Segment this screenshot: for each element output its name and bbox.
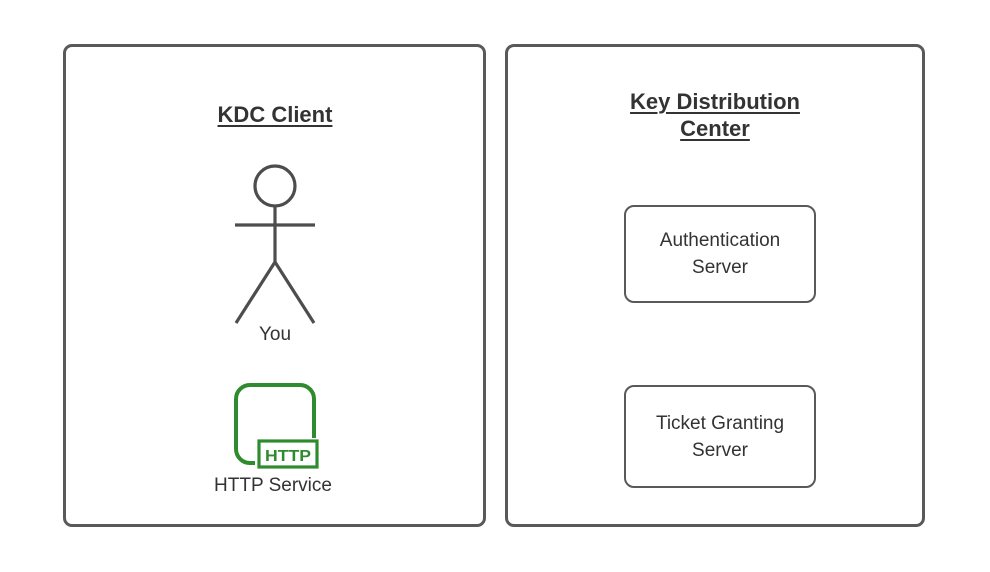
kdc-client-title: KDC Client xyxy=(217,102,333,127)
actor-leg-left xyxy=(234,261,277,324)
actor-label: You xyxy=(258,324,292,345)
actor-leg-right xyxy=(273,261,316,324)
http-service-icon: HTTP xyxy=(234,383,323,471)
authentication-server-label: Authentication Server xyxy=(659,230,781,278)
key-distribution-center-title: Key Distribution Center xyxy=(630,89,800,141)
http-service-label: HTTP Service xyxy=(214,475,332,496)
authentication-server-node: Authentication Server xyxy=(624,205,816,303)
ticket-granting-server-label: Ticket Granting Server xyxy=(655,412,785,461)
actor-icon xyxy=(234,164,316,324)
actor-head xyxy=(253,164,297,208)
ticket-granting-server-node: Ticket Granting Server xyxy=(624,385,816,488)
http-badge xyxy=(257,439,319,469)
http-badge-label: HTTP xyxy=(265,448,311,465)
